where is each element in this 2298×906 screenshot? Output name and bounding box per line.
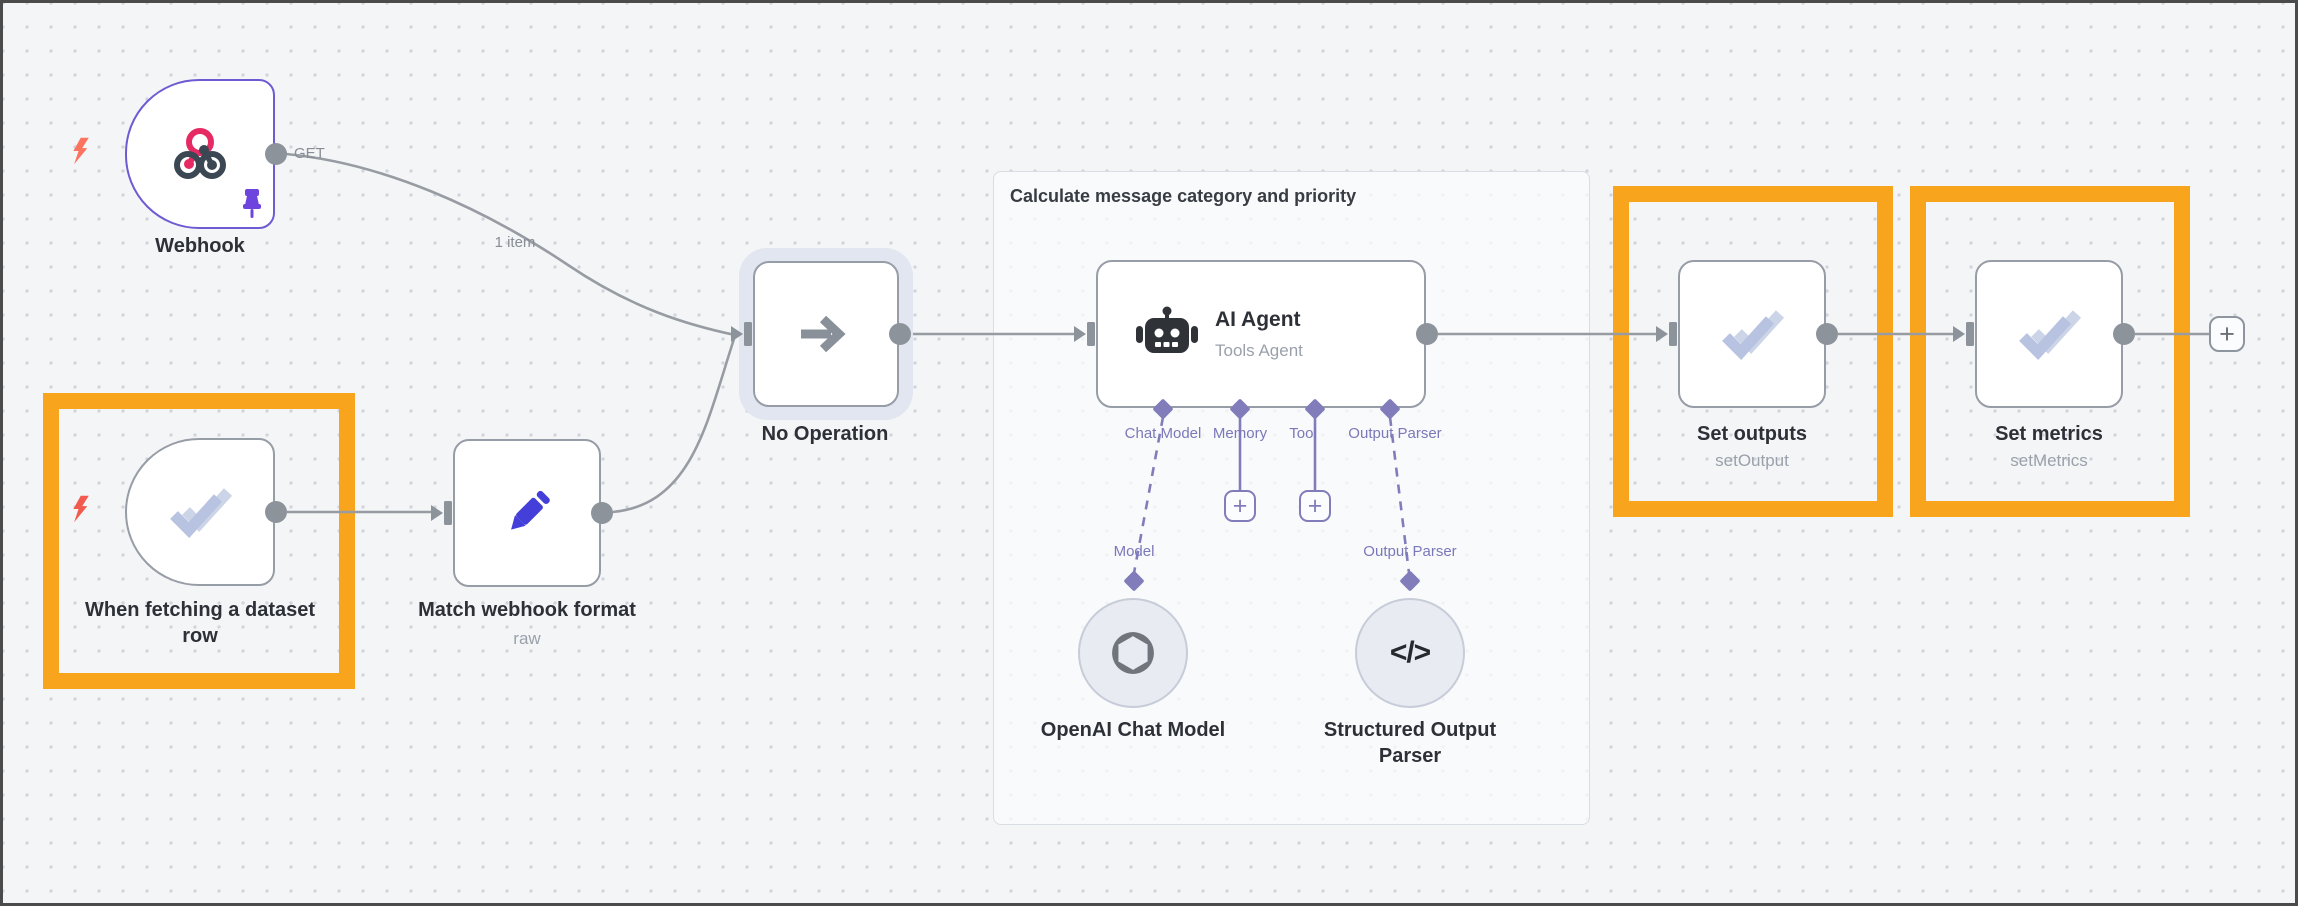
node-sublabel-set-metrics: setMetrics (2010, 451, 2088, 470)
add-tool-button[interactable]: + (1299, 490, 1331, 522)
node-match-format[interactable] (453, 439, 601, 587)
lightning-icon (73, 495, 89, 523)
openai-icon (1112, 632, 1154, 674)
ai-port-label-tool: Tool (1289, 425, 1317, 442)
ai-port-label-memory: Memory (1212, 425, 1268, 442)
input-port-match[interactable] (431, 499, 453, 527)
node-webhook[interactable] (125, 79, 275, 229)
node-label-parser-line1: Structured Output (1323, 719, 1497, 741)
output-port-noop[interactable] (889, 323, 911, 345)
highlight-box-set-outputs (1613, 186, 1893, 517)
node-sublabel-ai-agent: Tools Agent (1215, 341, 1303, 360)
node-openai-chat-model[interactable] (1078, 598, 1188, 708)
items-count-label: 1 item (494, 234, 536, 251)
connection-match-to-noop (612, 338, 736, 514)
connections-layer (285, 152, 2209, 574)
node-label-set-outputs: Set outputs (1697, 423, 1807, 445)
output-port-match[interactable] (591, 502, 613, 524)
node-no-operation[interactable] (753, 261, 899, 407)
node-label-set-metrics: Set metrics (1995, 423, 2103, 445)
node-dataset-trigger[interactable] (125, 438, 275, 586)
node-label-dataset: When fetching a dataset row (85, 597, 315, 649)
node-structured-output-parser[interactable]: </> (1355, 598, 1465, 708)
highlight-box-set-metrics (1910, 186, 2190, 517)
highlight-box-dataset-trigger (43, 393, 355, 689)
output-port-dataset[interactable] (265, 501, 287, 523)
add-node-button[interactable]: + (2209, 316, 2245, 352)
double-check-icon (1722, 310, 1785, 360)
node-sublabel-match: raw (513, 629, 541, 648)
node-label-openai: OpenAI Chat Model (1040, 719, 1226, 741)
group-title: Calculate message category and priority (1010, 186, 1357, 206)
pin-icon (243, 189, 261, 218)
node-set-outputs[interactable] (1678, 260, 1826, 408)
input-port-set-metrics[interactable] (1953, 320, 1975, 348)
plus-icon: + (1307, 491, 1323, 520)
pencil-icon (511, 490, 550, 530)
add-memory-button[interactable]: + (1224, 490, 1256, 522)
node-label-noop: No Operation (761, 423, 889, 445)
node-label-parser-line2: Parser (1378, 745, 1442, 767)
input-port-agent[interactable] (1074, 320, 1096, 348)
output-port-webhook[interactable] (265, 143, 287, 165)
sub-port-label-output-parser: Output Parser (1363, 543, 1457, 560)
ai-port-label-chat-model: Chat Model (1124, 425, 1202, 442)
arrow-right-icon (801, 315, 846, 353)
output-port-set-metrics[interactable] (2113, 323, 2135, 345)
double-check-icon (170, 488, 233, 538)
double-check-icon (2019, 310, 2082, 360)
connection-webhook-to-noop (285, 152, 736, 337)
node-label-ai-agent: AI Agent (1215, 308, 1301, 331)
webhook-icon (174, 128, 226, 179)
node-ai-agent[interactable] (1096, 260, 1426, 408)
output-port-agent[interactable] (1416, 323, 1438, 345)
plus-icon: + (2219, 318, 2235, 349)
lightning-icon (73, 137, 89, 165)
node-sublabel-set-outputs: setOutput (1715, 451, 1789, 470)
node-label-webhook: Webhook (155, 235, 245, 257)
webhook-port-label: GET (294, 145, 325, 162)
node-label-parser: Structured Output Parser (1324, 717, 1496, 769)
output-port-set-outputs[interactable] (1816, 323, 1838, 345)
node-label-dataset-line2: row (182, 625, 218, 647)
input-port-set-outputs[interactable] (1656, 320, 1678, 348)
robot-icon (1136, 306, 1198, 353)
input-port-noop[interactable] (731, 320, 753, 348)
code-icon: </> (1389, 636, 1431, 669)
sub-port-label-model: Model (1113, 543, 1155, 560)
node-label-match: Match webhook format (418, 599, 636, 621)
node-set-metrics[interactable] (1975, 260, 2123, 408)
ai-port-label-output-parser: Output Parser (1348, 425, 1442, 442)
node-label-dataset-line1: When fetching a dataset (84, 599, 316, 621)
plus-icon: + (1232, 491, 1248, 520)
